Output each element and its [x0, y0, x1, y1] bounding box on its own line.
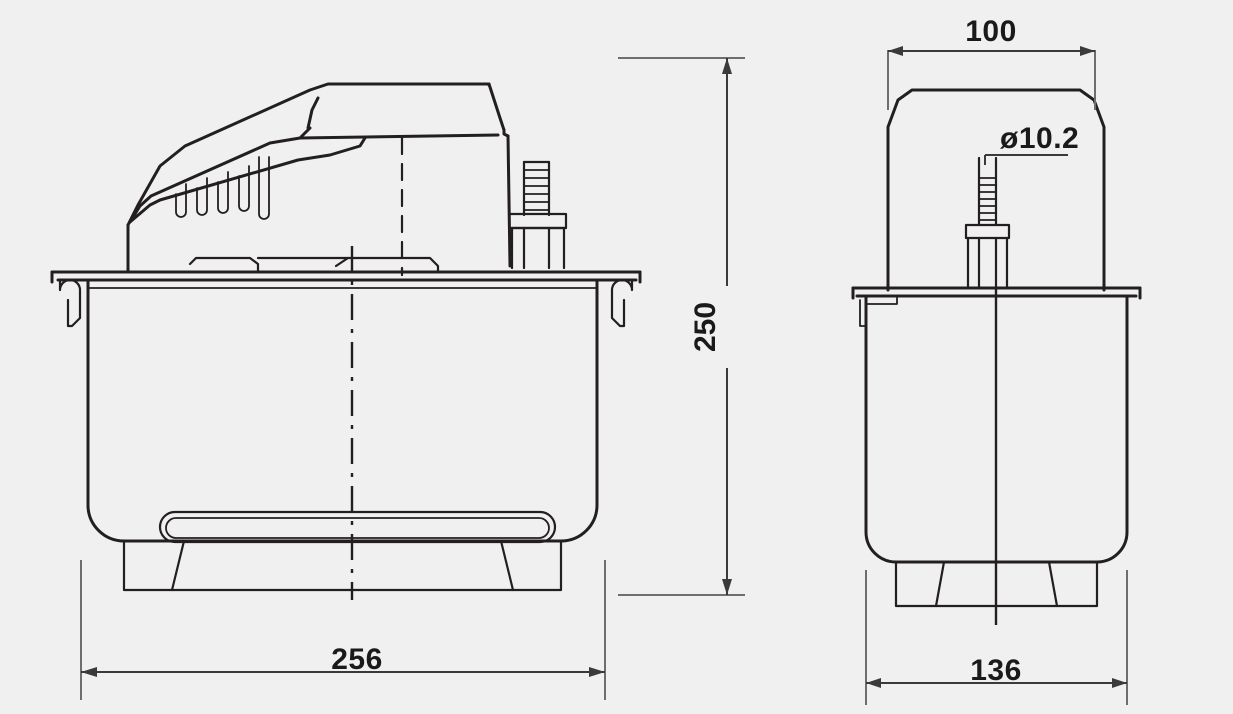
cowling-vent-face-lower [128, 136, 367, 224]
vent-slot-4 [238, 165, 250, 212]
side-view-group [50, 82, 642, 600]
mount-hook-right [610, 278, 634, 328]
tank-rim-ends [50, 270, 642, 284]
dim-136-arrow-left [866, 678, 881, 688]
side-view-centerlines [350, 136, 404, 600]
front-view-top-cowling [886, 88, 1106, 292]
front-view-group [851, 88, 1142, 625]
dim-256-label: 256 [331, 643, 383, 676]
cowling-outer-upper-edge [126, 82, 491, 227]
dim-136-label: 136 [970, 654, 1022, 687]
front-outlet-barb-rings [978, 177, 997, 221]
bottom-recess-outer [158, 510, 557, 544]
dim-250-arrow-bottom [722, 579, 732, 595]
outlet-nut-body [510, 226, 566, 270]
side-view-feet [122, 539, 563, 592]
dim-136-label-mask [958, 650, 1034, 682]
housing-cover-notch-2 [298, 126, 312, 140]
front-outlet-collar [964, 223, 1011, 240]
side-view-tank-body [86, 278, 599, 543]
dimension-256: 256 [80, 560, 606, 700]
dim-250-label-mask [698, 286, 730, 368]
cowling-top-right-slope [487, 82, 506, 132]
dimension-100: 100 [887, 15, 1096, 110]
foot-left [122, 539, 186, 592]
foot-right [499, 539, 563, 592]
dim-136-arrow-right [1112, 678, 1127, 688]
dim-250-label: 250 [689, 302, 722, 352]
side-view-outlet-fitting [508, 160, 568, 270]
housing-right-wall [506, 134, 512, 268]
outlet-collar [508, 212, 568, 230]
dim-outlet-diameter-label: ø10.2 [1000, 122, 1079, 155]
housing-cover-notch [306, 96, 320, 130]
vent-slot-3 [217, 171, 229, 214]
dim-250-arrow-top [722, 58, 732, 74]
tank-lid-tab-right [256, 256, 440, 274]
front-rim-ends [851, 286, 1142, 300]
side-view-top-cowling [126, 82, 510, 272]
front-outlet-nut [966, 236, 1009, 290]
front-foot-left [894, 560, 946, 608]
vent-slot-2 [196, 177, 208, 216]
tank-lid-seam [334, 256, 350, 268]
side-view-mount-hooks [58, 278, 634, 328]
vent-slot-1 [175, 183, 187, 218]
dimension-250: 250 [618, 57, 745, 596]
side-view-bottom-recess [158, 510, 557, 544]
outlet-barb-rings [523, 169, 550, 211]
tank-body-outline [86, 278, 599, 543]
front-view-outlet-fitting [964, 156, 1011, 290]
side-view-vent-slots [175, 156, 270, 220]
front-cowling-outline [886, 88, 1106, 292]
bottom-recess-inner [165, 517, 550, 539]
side-view-tank-rim [50, 256, 642, 284]
dim-256-label-mask [316, 638, 398, 670]
dim-100-arrow-left [888, 46, 903, 56]
dim-256-arrow-right [589, 667, 605, 677]
dimension-outlet-diameter: ø10.2 [984, 122, 1079, 165]
side-view-housing-body [298, 96, 512, 268]
dim-256-arrow-left [81, 667, 97, 677]
dim-100-label: 100 [965, 15, 1017, 48]
tank-lid-tab-left [188, 256, 260, 274]
vent-slot-5 [258, 156, 270, 220]
front-foot-right [1047, 560, 1099, 608]
cowling-vent-face-upper [128, 133, 500, 224]
mount-hook-left [58, 278, 82, 328]
dimension-136: 136 [865, 570, 1128, 705]
dim-100-arrow-right [1080, 46, 1095, 56]
